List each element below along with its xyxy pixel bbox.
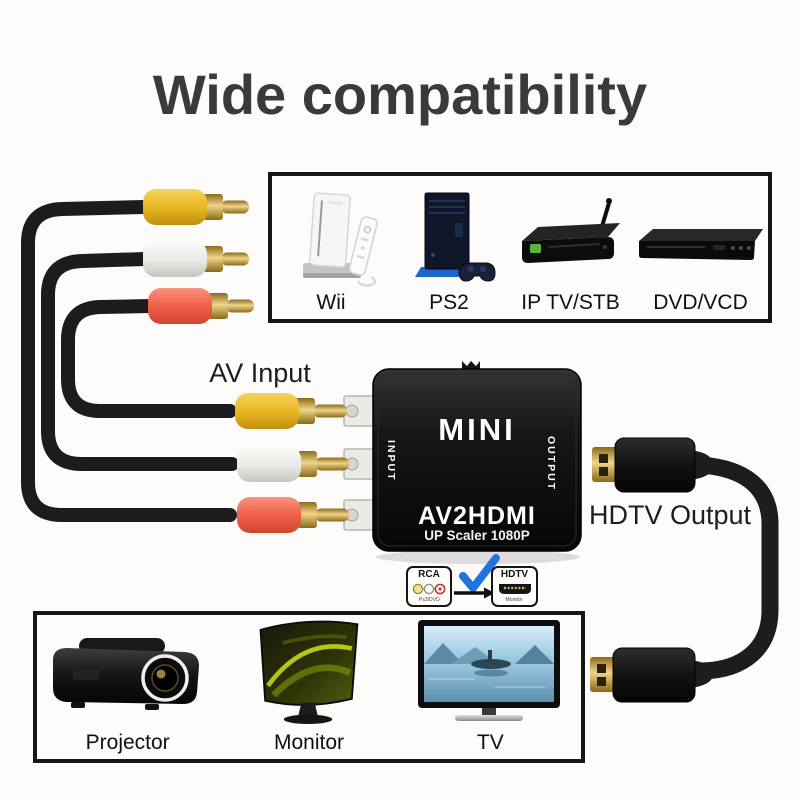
hdmi-port-icon (498, 583, 531, 594)
converter-subtitle-label: UP Scaler 1080P (424, 528, 530, 543)
adapter-arrow-and-checkmark (454, 554, 500, 599)
source-label-dvd-vcd: DVD/VCD (653, 290, 748, 314)
dvd-player-image (639, 228, 763, 260)
source-iptv-stb: IP TV/STB (508, 176, 633, 319)
converter-input-side-label: INPUT (385, 440, 397, 482)
adapter-rca-title: RCA (418, 569, 440, 580)
hdmi-cable (691, 456, 779, 680)
adapter-hdtv-subtitle: Monitor (505, 597, 523, 603)
ps2-console-image (415, 192, 496, 282)
rca-plug-yellow-connected (235, 393, 347, 429)
rca-plug-white-connected (237, 446, 349, 482)
av-input-label: AV Input (209, 358, 311, 388)
hdtv-output-label: HDTV Output (588, 500, 752, 530)
display-label-projector: Projector (85, 730, 170, 754)
rca-plug-red-connected (237, 497, 349, 533)
display-monitor: Monitor (218, 615, 399, 759)
source-label-ps2: PS2 (429, 290, 469, 314)
av2hdmi-converter (372, 361, 582, 564)
rca-plug-white-free (143, 241, 249, 277)
page-title: Wide compatibility (152, 63, 648, 126)
source-dvd-vcd: DVD/VCD (633, 176, 768, 319)
display-projector: Projector (37, 615, 218, 759)
projector-image (53, 637, 200, 710)
source-ps2: PS2 (390, 176, 508, 319)
flat-tv-image (418, 619, 561, 721)
hdmi-connector-top (592, 437, 713, 493)
av-cables (21, 200, 239, 522)
av-cable-2 (41, 252, 239, 471)
compatible-displays-box: Projector Monitor (33, 611, 585, 763)
source-label-iptv-stb: IP TV/STB (521, 290, 620, 314)
display-tv: TV (400, 615, 581, 759)
arrow-head (484, 587, 495, 599)
converter-output-side-label: OUTPUT (545, 436, 557, 492)
rca-plug-yellow-free (143, 189, 249, 225)
rca-plug-red-free (148, 288, 254, 324)
adapter-diagram-rca-box: RCA Ps3/DVD (406, 566, 452, 607)
display-label-tv: TV (476, 730, 504, 754)
converter-brand-logo: MINI (438, 412, 516, 447)
av-cable-1 (21, 200, 237, 522)
display-label-monitor: Monitor (273, 730, 344, 754)
set-top-box-image (522, 197, 620, 263)
checkmark-icon (459, 554, 500, 592)
av-cable-3 (61, 299, 237, 418)
converter-model-label: AV2HDMI (418, 502, 536, 530)
adapter-diagram-hdtv-box: HDTV Monitor (491, 566, 538, 607)
adapter-rca-subtitle: Ps3/DVD (418, 597, 440, 603)
rca-jacks-icon (412, 583, 446, 594)
adapter-hdtv-title: HDTV (500, 569, 529, 580)
source-label-wii: Wii (316, 290, 346, 314)
hdmi-connector-bottom (590, 647, 713, 703)
compatible-sources-box: Wii PS2 IP TV/STB (268, 172, 772, 323)
curved-monitor-image (260, 620, 359, 724)
source-wii: Wii (272, 176, 390, 319)
wii-console-image (303, 192, 378, 287)
